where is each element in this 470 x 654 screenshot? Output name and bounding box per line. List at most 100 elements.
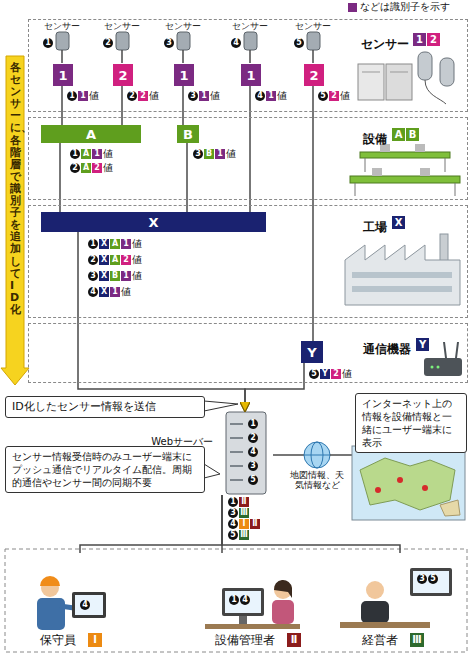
callout-text: センサー情報受信時のみユーザー端末にプッシュ通信でリアルタイム配信。周期的通信や… [12,450,198,489]
body [272,600,294,624]
user-id-chip: Ⅰ [88,633,102,647]
conveyor-leg [365,158,366,172]
executive [340,568,452,628]
users-panel [5,549,467,652]
identifier-chip: X [99,287,109,297]
value-text: 値 [103,162,113,173]
wire [330,454,352,456]
head [366,581,384,599]
callout-number: 4 [80,600,90,610]
identifier-chip: A [81,163,91,173]
sensor-label: センサー [232,21,268,31]
identifier-chip: A [81,149,91,159]
factory-illustration [345,234,460,305]
callout-pointer [204,464,220,478]
router-body [424,358,462,376]
callout-number: 3 [88,271,98,281]
identifier-chip: 2 [331,369,341,379]
callout-text: インターネット上の情報を設備情報と一緒にユーザー端末に表示 [362,397,460,449]
work-item [420,168,430,176]
label-group: 1 [248,419,258,429]
callout-number: 1 [228,497,238,507]
callout-box: インターネット上の情報を設備情報と一緒にユーザー端末に表示 [355,393,467,453]
identifier-chip: 1 [121,239,131,249]
server-slot [230,423,243,425]
callout-number: 2 [70,163,80,173]
callout-number: 4 [255,91,265,101]
label-group: 5Y2値 [309,368,352,379]
callout-number: 2 [248,433,258,443]
identifier-chip: A [392,128,405,141]
identifier-chip: B [204,149,214,159]
sensor-label: センサー [104,21,140,31]
callout-box: センサー情報受信時のみユーザー端末にプッシュ通信でリアルタイム配信。周期的通信や… [5,446,205,493]
value-text: 値 [132,270,142,281]
label-group: 1 [43,38,53,48]
label-group: 2XA2値 [88,254,142,265]
identifier-chip: Ⅰ [239,519,249,529]
monitor-screen [225,591,261,613]
identifier: X [148,216,158,229]
connector-line [222,495,400,553]
work-item [372,168,382,176]
map-marker [422,485,428,491]
identifier-chip: 1 [92,149,102,159]
work-item [415,144,425,152]
identifier: Y [307,346,316,359]
identifier-chip: Y [320,369,330,379]
connector-line [249,86,251,212]
sensor-icon [177,32,190,50]
callout-number: 4 [240,595,250,605]
label-group: センサー [232,21,268,31]
label-group: 3XB1値 [88,270,142,281]
globe-equator [304,455,330,456]
conveyor-leg [455,183,456,196]
callout-number: 2 [103,38,113,48]
info-label: 地図情報、天気情報など [290,470,344,490]
callout-number: 1 [248,419,258,429]
callout-number: 3 [228,508,238,518]
globe-illustration [290,442,352,468]
label-group: 52値 [318,90,350,101]
value-text: 値 [226,148,236,159]
body [361,601,389,623]
user-caption: 経営者Ⅲ [362,633,424,647]
value-text: 値 [121,286,131,297]
identifier: 1 [179,69,188,82]
label-group: 14 [229,595,250,605]
label-group: センサー [165,21,201,31]
callout-text: ID化したセンサー情報を送信 [12,400,198,414]
router-antenna [444,342,446,358]
identifier-chip: 2 [92,163,102,173]
callout-number: 5 [248,475,258,485]
label-group: 3 [164,38,174,48]
identifier-box: B [177,125,199,143]
identifier: B [183,128,193,141]
label-group: センサー [104,21,140,31]
legend: などは識別子を示す [348,1,450,13]
callout-number: 5 [428,574,438,584]
server-label: Webサーバー [151,436,213,448]
connector-line [61,86,63,125]
identifier-chip: Y [416,338,429,351]
label-group: 5Ⅲ [228,530,249,540]
equipment-illustration [350,144,460,196]
callout-number: 3 [248,461,258,471]
user-id-chip: Ⅲ [410,633,424,647]
label-group: 35 [417,574,438,584]
identifier-chip: Ⅱ [250,519,260,529]
globe [304,442,330,468]
identifier-box: Y [301,341,323,363]
factory-window [352,272,452,278]
identifier-chip: 2 [329,91,339,101]
layer-panel: 通信機器Y [28,323,468,383]
identifier-chip: 1 [121,271,131,281]
sensor-cable [249,50,251,63]
value-text: 値 [277,90,287,101]
user-caption: 設備管理者Ⅱ [215,633,301,647]
value-text: 値 [89,90,99,101]
callout-number: 4 [231,38,241,48]
callout-number: 5 [294,38,304,48]
identifier-box: X [41,212,266,232]
identifier-chip: 2 [427,33,440,46]
